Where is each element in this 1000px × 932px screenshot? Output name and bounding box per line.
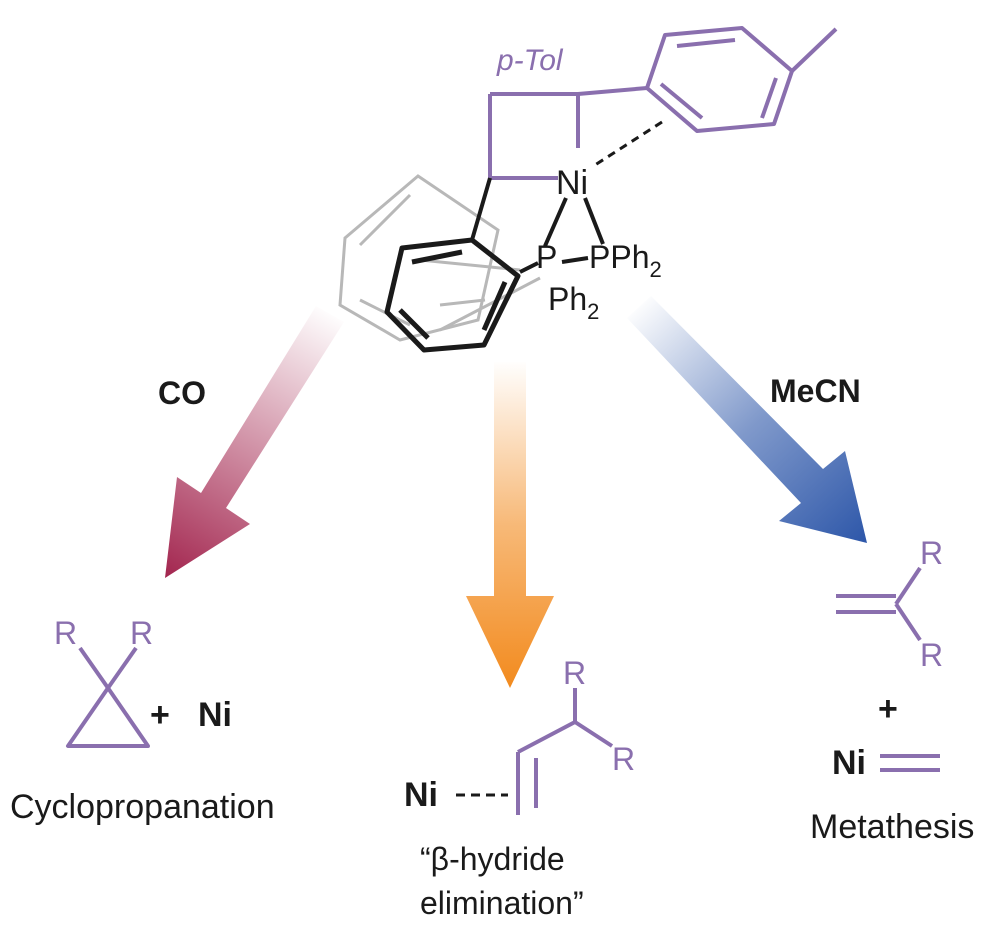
cyclopropanation-label: Cyclopropanation (10, 788, 275, 826)
metallacycle (488, 86, 648, 180)
cyclopropane (66, 646, 150, 748)
agostic-dash (594, 120, 663, 167)
olefin-r-bottom: R (920, 637, 943, 673)
nickel-carbene-bond (880, 754, 940, 772)
olefin-r-top: R (920, 535, 943, 571)
cp-r-left: R (54, 615, 77, 651)
cp-plus: + (150, 696, 170, 734)
co-arrow (165, 306, 344, 578)
ph2-under-label: Ph2 (548, 281, 599, 324)
beta-label-2: elimination” (420, 885, 584, 921)
cp-r-right: R (130, 615, 153, 651)
metathesis-label: Metathesis (810, 808, 974, 846)
met-plus: + (878, 690, 898, 728)
beta-label-1: “β-hydride (420, 841, 565, 877)
beta-ni: Ni (404, 776, 438, 814)
beta-r-top: R (563, 655, 586, 691)
ni-center-label: Ni (556, 164, 588, 202)
ligand-bonds (470, 177, 605, 274)
p-left-label: P (536, 239, 557, 275)
ptol-label: p-Tol (496, 44, 564, 77)
cp-ni: Ni (198, 696, 232, 734)
met-ni: Ni (832, 744, 866, 782)
beta-arrow (466, 362, 554, 688)
back-arene (338, 174, 541, 342)
mecn-arrow (627, 296, 867, 543)
allyl-fragment (516, 688, 614, 815)
pph2-label: PPh2 (589, 239, 662, 282)
olefin (836, 566, 922, 642)
p-tolyl-ring (645, 26, 838, 133)
reagent-co: CO (158, 375, 206, 411)
beta-r-right: R (612, 741, 635, 777)
front-arene (384, 237, 521, 353)
reagent-mecn: MeCN (770, 373, 861, 409)
